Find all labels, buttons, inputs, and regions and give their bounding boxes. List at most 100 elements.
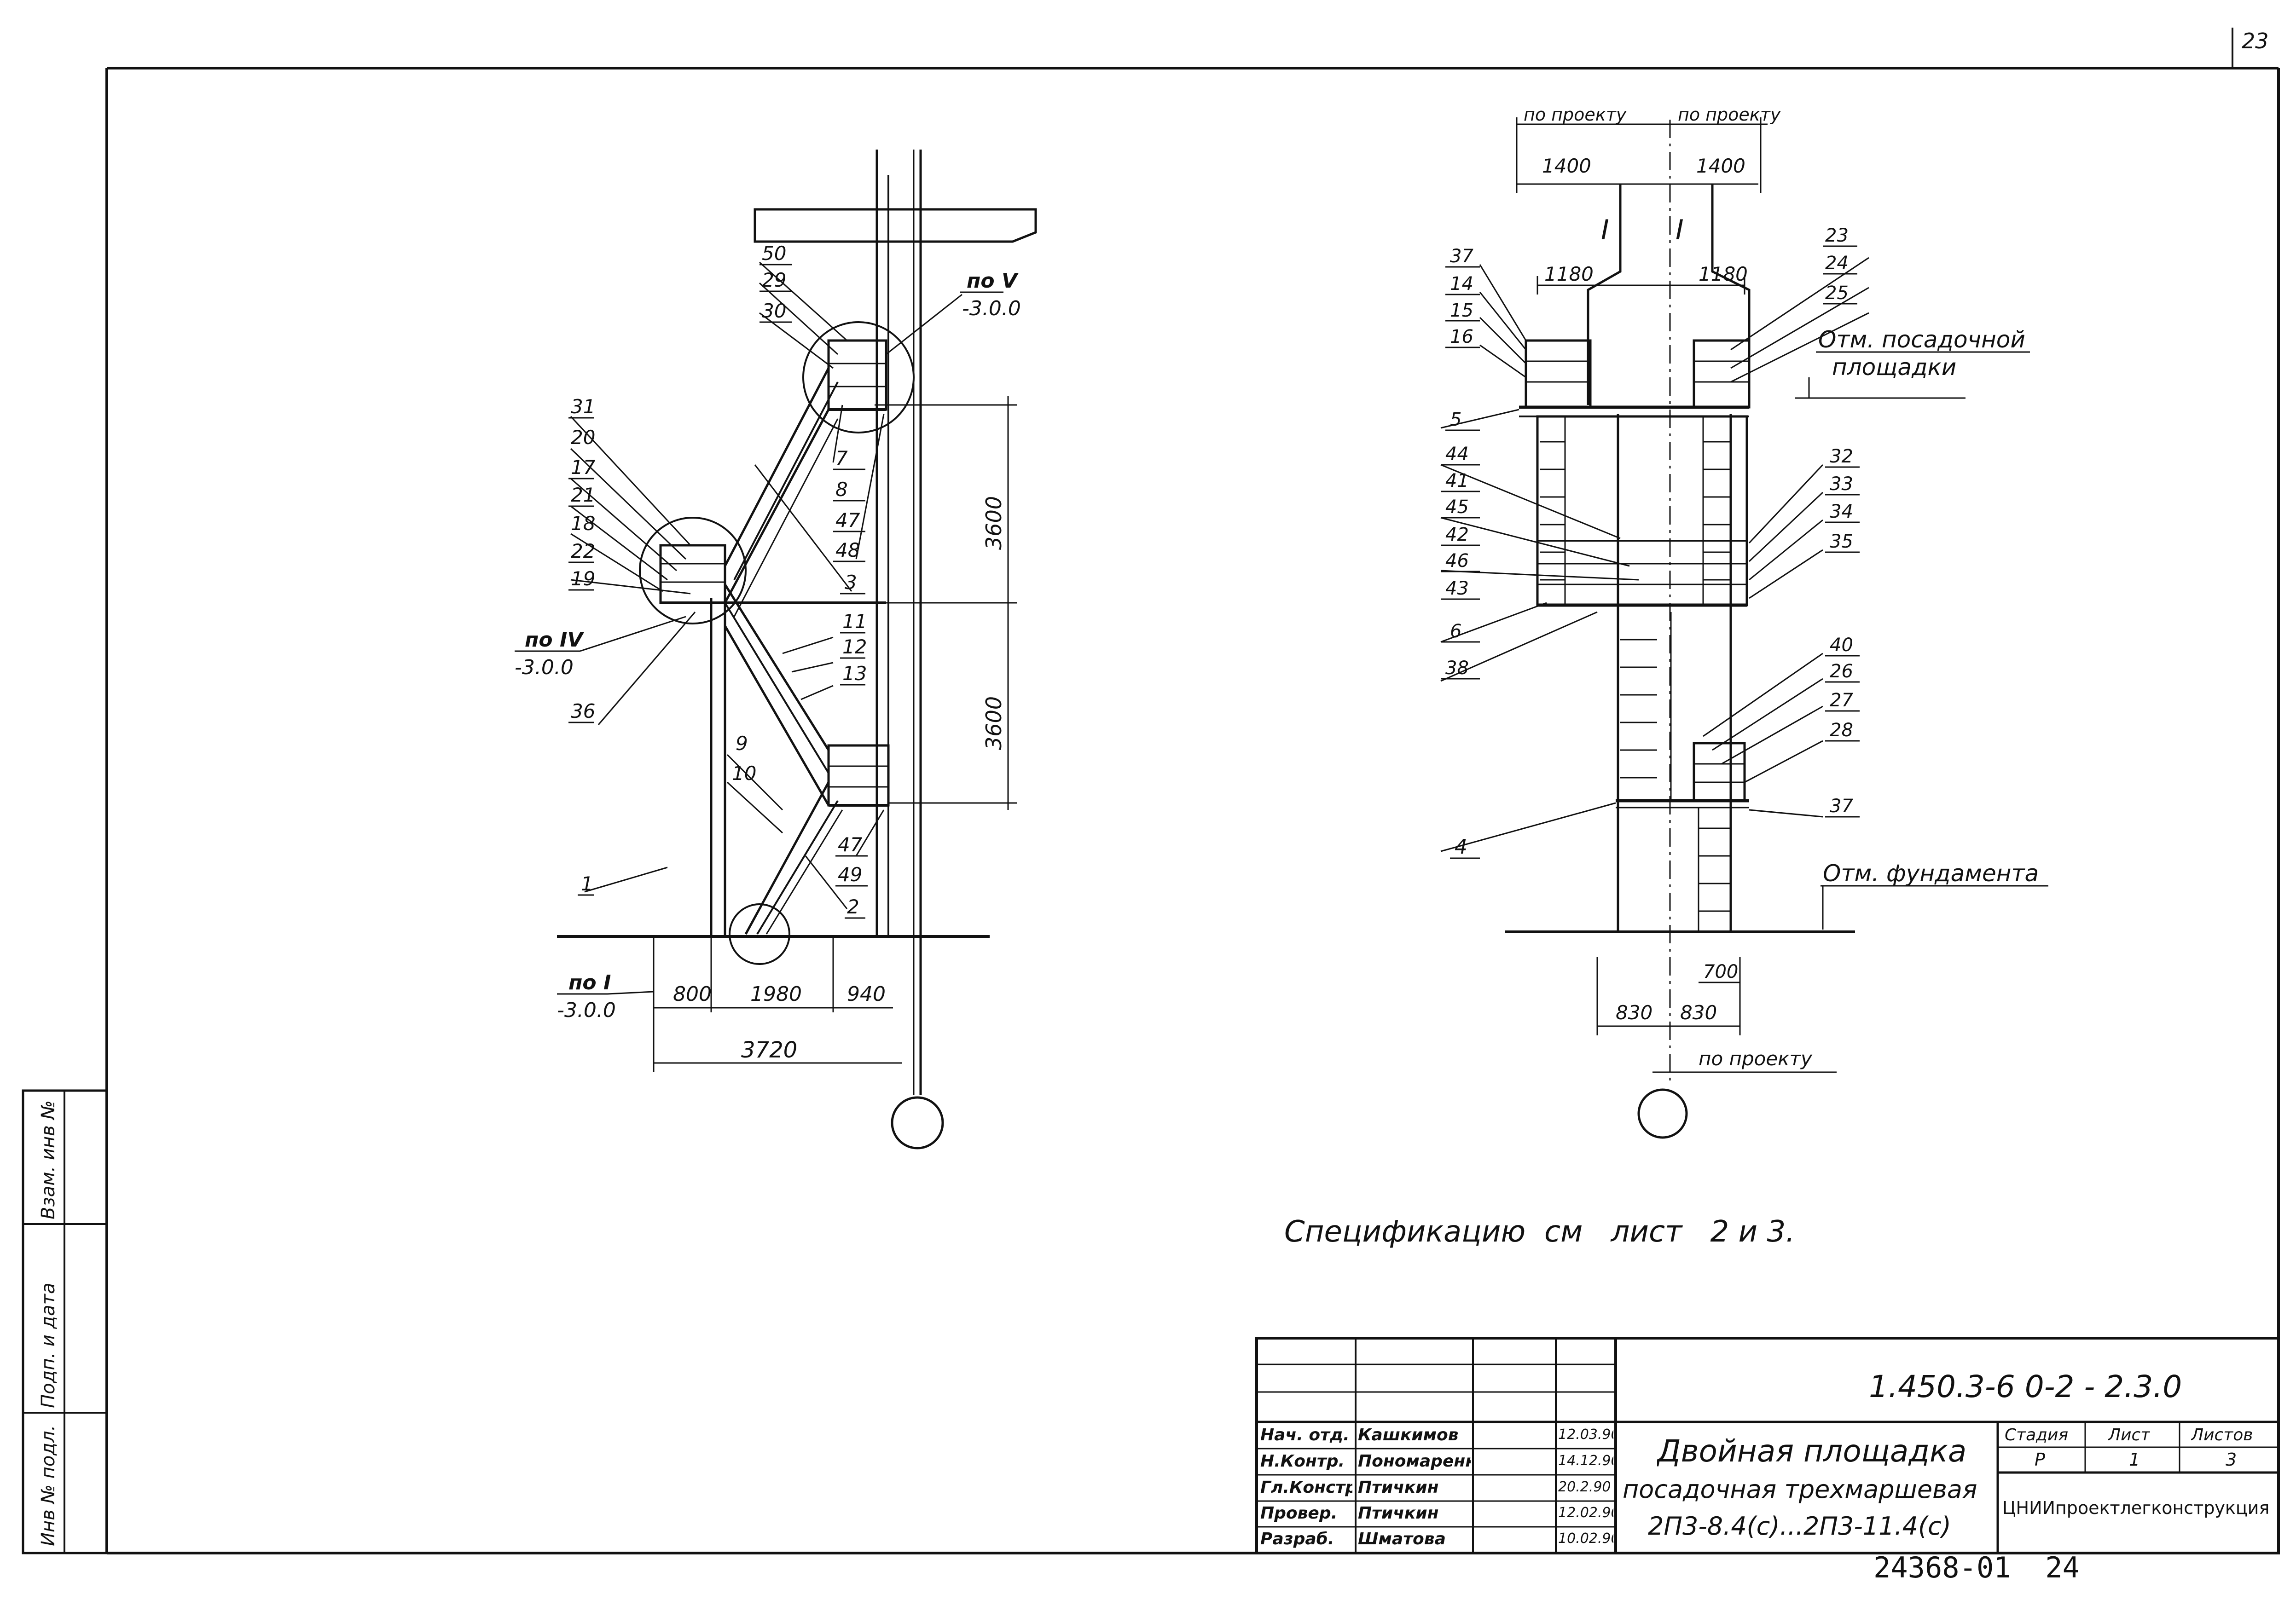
level-i-value: -3.0.0 <box>557 999 616 1022</box>
dim-1400-right: 1400 <box>1696 155 1745 177</box>
right-ladder-rungs-lower <box>1620 639 1731 912</box>
label-50: 50 <box>762 242 786 265</box>
dim-3600-upper: 3600 <box>981 496 1006 550</box>
label-29: 29 <box>762 269 786 291</box>
right-label-41: 41 <box>1445 470 1469 491</box>
left-label-underlines <box>568 264 868 919</box>
dim-po-proektu-bottom: по проекту <box>1699 1047 1813 1070</box>
label-3: 3 <box>845 571 857 594</box>
right-label-5: 5 <box>1450 409 1461 430</box>
label-19: 19 <box>571 567 595 590</box>
label-10: 10 <box>732 762 756 785</box>
right-label-42: 42 <box>1445 524 1469 545</box>
staff-date-4: 12.02.90 <box>1558 1505 1613 1521</box>
dim-830-left: 830 <box>1616 1001 1652 1024</box>
stair-flight-middle <box>724 583 830 806</box>
staff-role-3: Гл.Констр. <box>1260 1478 1352 1497</box>
right-view: по проекту по проекту 1400 1400 1180 118… <box>1440 104 2048 1139</box>
right-label-27: 27 <box>1830 690 1853 711</box>
sheet-header: Лист <box>2108 1426 2151 1444</box>
sheet-value: 1 <box>2129 1450 2140 1470</box>
label-48: 48 <box>835 539 860 561</box>
right-label-43: 43 <box>1445 578 1469 599</box>
dim-800: 800 <box>673 982 712 1006</box>
stage-value: Р <box>2035 1450 2045 1470</box>
right-label-6: 6 <box>1450 621 1461 642</box>
right-platform-left <box>1525 339 1592 409</box>
staff-name-2: Пономаренко <box>1358 1452 1471 1471</box>
right-label-45: 45 <box>1445 497 1469 518</box>
right-label-28: 28 <box>1830 720 1853 741</box>
stair-flight-upper <box>724 367 839 617</box>
label-31: 31 <box>571 395 595 418</box>
label-49: 49 <box>838 863 862 886</box>
platform-lower <box>827 744 890 807</box>
margin-stamp: Инв № подл. Подп. и дата Взам. инв № <box>22 1089 108 1554</box>
label-21: 21 <box>571 484 595 506</box>
left-axis-bubble <box>891 1096 944 1149</box>
staff-role-2: Н.Контр. <box>1260 1452 1345 1471</box>
document-code: 1.450.3-6 0-2 - 2.3.0 <box>1869 1369 2182 1404</box>
stamp-text-2: Подп. и дата <box>38 1283 59 1408</box>
right-label-35: 35 <box>1830 531 1853 552</box>
dim-1180-right: 1180 <box>1699 263 1748 285</box>
right-label-38: 38 <box>1445 658 1469 679</box>
right-label-37-bottom: 37 <box>1830 796 1853 817</box>
label-7: 7 <box>835 447 848 469</box>
dim-po-proektu-left: по проекту <box>1524 104 1627 125</box>
title-line-1: Двойная площадка <box>1657 1433 1967 1469</box>
staff-name-5: Шматова <box>1358 1530 1446 1548</box>
staff-date-2: 14.12.90 <box>1558 1453 1613 1469</box>
right-label-14: 14 <box>1450 273 1473 295</box>
dim-830-right: 830 <box>1680 1001 1717 1024</box>
right-ladder-rungs-upper <box>1540 441 1731 581</box>
annotation-foundation-level: Отм. фундамента <box>1823 860 2039 887</box>
label-11: 11 <box>842 610 867 633</box>
label-36: 36 <box>571 700 595 722</box>
title-line-3: 2П3-8.4(с)...2П3-11.4(с) <box>1648 1512 1951 1541</box>
right-label-40: 40 <box>1830 635 1853 656</box>
dim-3600-lower: 3600 <box>981 696 1006 750</box>
dim-po-proektu-right: по проекту <box>1678 104 1781 125</box>
level-v-value: -3.0.0 <box>962 297 1021 320</box>
label-2: 2 <box>847 895 859 918</box>
label-9: 9 <box>736 732 748 755</box>
label-8: 8 <box>835 478 848 501</box>
right-label-23: 23 <box>1825 225 1849 246</box>
right-label-16: 16 <box>1450 326 1473 347</box>
right-label-26: 26 <box>1830 661 1853 682</box>
right-label-46: 46 <box>1445 550 1469 572</box>
level-iv-value: -3.0.0 <box>515 656 574 679</box>
right-label-32: 32 <box>1830 446 1853 467</box>
right-label-44: 44 <box>1445 444 1469 465</box>
right-leader-lines <box>1440 257 1869 852</box>
staff-date-1: 12.03.90 <box>1558 1427 1613 1443</box>
left-view: 3600 3600 800 1980 940 3720 по V -3.0.0 … <box>515 150 1037 1149</box>
staff-role-4: Провер. <box>1260 1504 1338 1523</box>
level-v: по V <box>967 269 1019 293</box>
annotation-landing-level: Отм. посадочной <box>1818 326 2025 353</box>
label-1: 1 <box>581 872 593 895</box>
staff-name-4: Птичкин <box>1358 1504 1439 1523</box>
label-22: 22 <box>571 540 595 562</box>
right-label-37-top: 37 <box>1450 246 1473 267</box>
right-label-underlines <box>1441 245 1860 859</box>
dim-1400-left: 1400 <box>1542 155 1591 177</box>
dim-1980: 1980 <box>750 982 802 1006</box>
staff-role-1: Нач. отд. <box>1260 1426 1350 1444</box>
dim-940: 940 <box>847 982 886 1006</box>
right-platform-right <box>1693 339 1751 409</box>
detail-circle-i <box>729 903 790 965</box>
staff-name-3: Птичкин <box>1358 1478 1439 1497</box>
right-label-25: 25 <box>1825 283 1849 304</box>
right-lower-platform <box>1693 742 1746 802</box>
organization: ЦНИИпроектлегконструкция <box>2002 1498 2270 1518</box>
staff-role-5: Разраб. <box>1260 1530 1334 1548</box>
sheets-value: 3 <box>2226 1450 2237 1470</box>
label-30: 30 <box>762 300 786 322</box>
platform-iv <box>659 544 726 604</box>
dim-1180-left: 1180 <box>1544 263 1594 285</box>
staff-name-1: Кашкимов <box>1358 1426 1459 1444</box>
right-label-4: 4 <box>1455 835 1467 859</box>
